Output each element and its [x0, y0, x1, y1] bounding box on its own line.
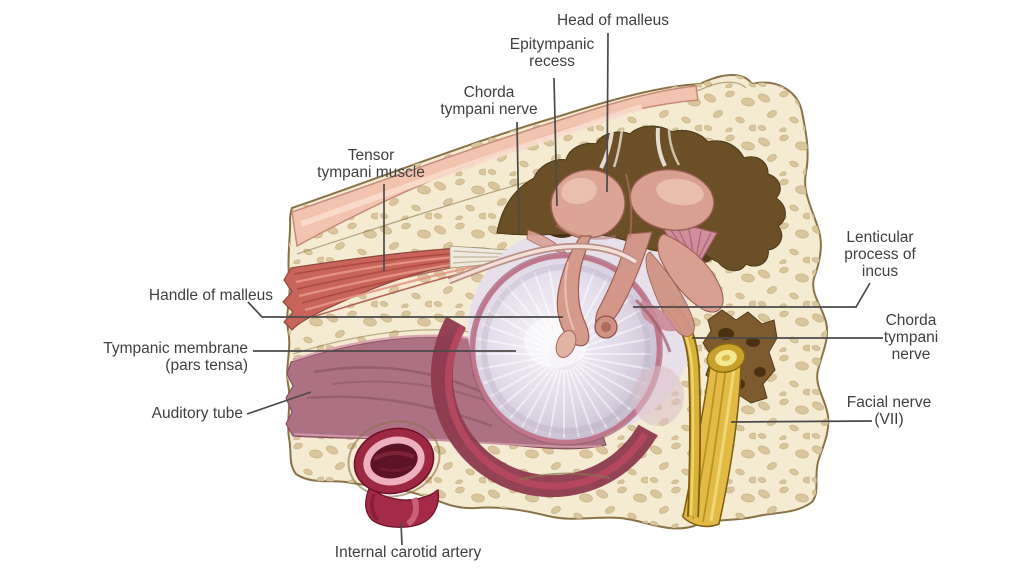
label-handle-of-malleus: Handle of malleus	[148, 287, 273, 304]
label-head-of-malleus: Head of malleus	[556, 12, 670, 29]
ear-canal-skin	[291, 85, 699, 255]
leader-facial-nerve	[730, 420, 873, 423]
leader-head-of-malleus	[606, 32, 609, 193]
label-tensor-tympani-muscle: Tensor tympani muscle	[317, 147, 425, 181]
leader-chorda-tympani-top	[516, 121, 520, 234]
tensor-tympani-muscle-region	[282, 244, 565, 331]
label-internal-carotid-artery: Internal carotid artery	[334, 544, 482, 561]
label-epitympanic-recess: Epitympanic recess	[509, 36, 595, 70]
leader-lines	[246, 32, 883, 546]
promontory-hint	[632, 366, 684, 426]
label-auditory-tube: Auditory tube	[151, 405, 243, 422]
label-chorda-tympani-top: Chorda tympani nerve	[440, 84, 538, 118]
chorda-tympani-cord	[447, 242, 638, 285]
label-chorda-tympani-right: Chorda tympani nerve	[883, 312, 939, 363]
umbo-tip	[555, 330, 577, 358]
leader-internal-carotid	[400, 522, 403, 546]
malleus-handle-shape	[556, 235, 592, 347]
internal-carotid-artery-region	[347, 420, 441, 528]
incus	[594, 169, 715, 339]
leader-handle-of-malleus	[247, 301, 563, 318]
label-lenticular-process: Lenticular process of incus	[844, 229, 916, 280]
label-tympanic-membrane: Tympanic membrane (pars tensa)	[103, 340, 248, 374]
leader-epitympanic-recess	[553, 77, 558, 207]
leader-lenticular-process	[633, 282, 871, 308]
leader-auditory-tube	[246, 391, 312, 415]
label-facial-nerve: Facial nerve (VII)	[846, 394, 932, 428]
